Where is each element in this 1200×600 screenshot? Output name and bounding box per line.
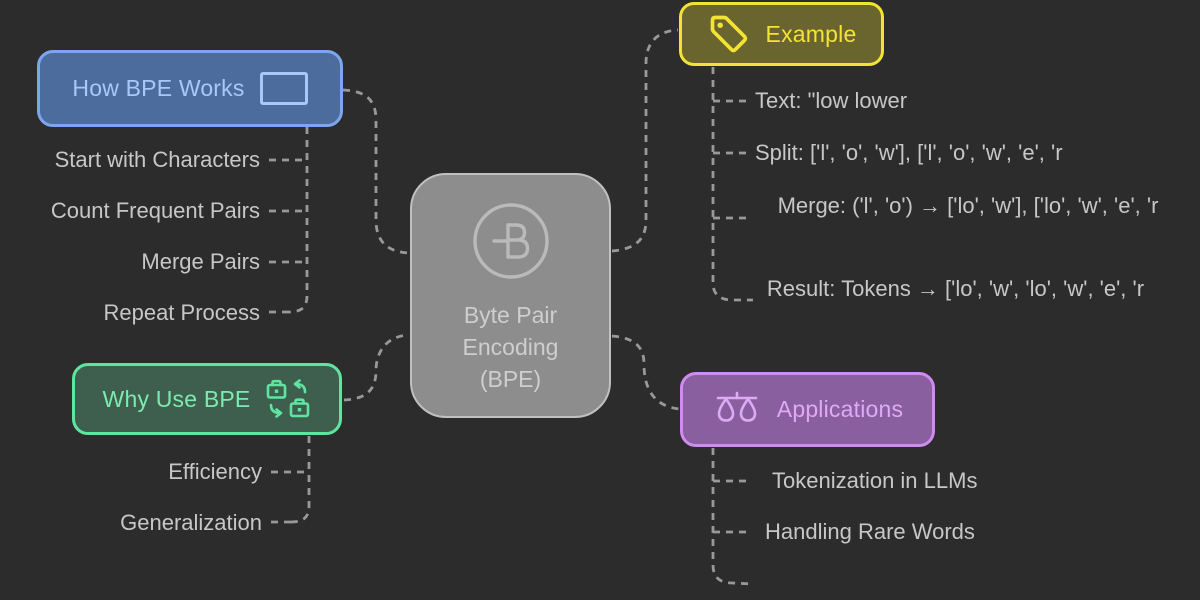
branch-node-applications[interactable]: Applications <box>680 372 935 447</box>
branch-label-example: Example <box>765 20 857 47</box>
rectangle-icon <box>259 72 308 105</box>
child-example-split[interactable]: Split: ['l', 'o', 'w'], ['l', 'o', 'w', … <box>755 140 1063 165</box>
bpe-circle-b-icon <box>472 203 549 279</box>
link-why-to-center <box>343 333 410 402</box>
spine-example <box>711 67 753 302</box>
branch-node-example[interactable]: Example <box>679 2 884 66</box>
branch-label-how: How BPE Works <box>72 75 245 101</box>
spine-apps <box>711 448 754 586</box>
child-tokenization-in-llms[interactable]: Tokenization in LLMs <box>772 468 978 493</box>
link-center-to-example <box>611 28 679 253</box>
branch-node-how-bpe-works[interactable]: How BPE Works <box>37 50 343 127</box>
child-example-text[interactable]: Text: "low lower <box>755 88 908 113</box>
child-example-merge[interactable]: Merge: ('l', 'o') → ['lo', 'w'], ['lo', … <box>777 193 1159 218</box>
child-start-with-characters[interactable]: Start with Characters <box>54 147 260 172</box>
scales-icon <box>716 391 758 422</box>
spine-why <box>290 436 311 524</box>
child-count-frequent-pairs[interactable]: Count Frequent Pairs <box>50 198 260 223</box>
child-efficiency[interactable]: Efficiency <box>168 459 262 484</box>
link-center-to-apps <box>611 334 680 411</box>
center-node-bpe[interactable]: Byte Pair Encoding (BPE) <box>410 173 611 418</box>
tag-icon <box>710 15 747 53</box>
child-example-result[interactable]: Result: Tokens → ['lo', 'w', 'lo', 'w', … <box>766 276 1145 301</box>
spine-how <box>288 127 309 314</box>
child-generalization[interactable]: Generalization <box>120 510 262 535</box>
branch-label-why: Why Use BPE <box>102 385 251 412</box>
child-handling-rare-words[interactable]: Handling Rare Words <box>765 519 975 544</box>
briefcase-swap-icon <box>267 379 310 418</box>
branch-node-why-use-bpe[interactable]: Why Use BPE <box>72 363 342 435</box>
child-merge-pairs[interactable]: Merge Pairs <box>141 249 260 274</box>
center-node-title: Byte Pair Encoding (BPE) <box>462 302 559 392</box>
branch-label-applications: Applications <box>776 396 904 422</box>
child-repeat-process[interactable]: Repeat Process <box>103 300 260 325</box>
link-how-to-center <box>342 88 410 255</box>
